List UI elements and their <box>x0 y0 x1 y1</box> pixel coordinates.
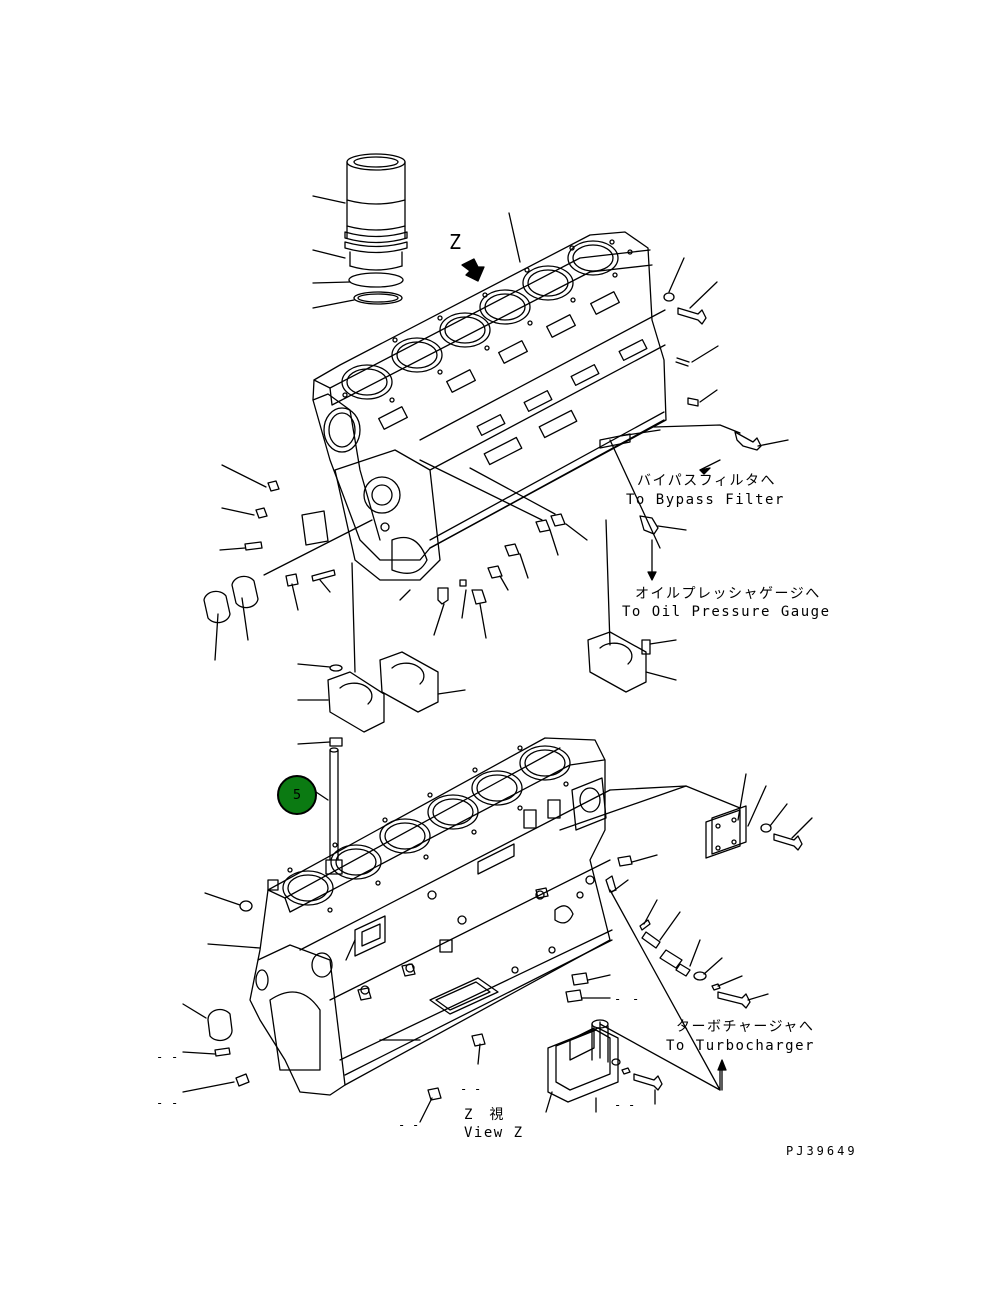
main-bearing-caps <box>297 519 677 747</box>
lower-mid-fittings <box>345 854 658 1123</box>
o-rings <box>348 272 404 305</box>
lower-left-fittings <box>182 892 261 1093</box>
label-turbocharger-jp: ターボチャージャへ <box>676 1019 815 1035</box>
dash-mark: - <box>460 1082 468 1096</box>
lower-cylinder-block <box>249 737 613 1096</box>
dash-mark: - <box>398 1118 406 1132</box>
dash-mark: - <box>412 1118 420 1132</box>
dash-mark: - <box>171 1096 179 1110</box>
part-callout-badge[interactable]: 5 <box>277 775 317 815</box>
drawing-code: PJ39649 <box>786 1144 858 1158</box>
turbo-line-fittings <box>569 889 769 1091</box>
dash-mark: - <box>474 1082 482 1096</box>
upper-left-fittings <box>203 464 373 661</box>
label-view-z-jp: Z 視 <box>464 1107 505 1123</box>
label-oil-pressure-gauge-jp: オイルプレッシャゲージへ <box>635 586 821 602</box>
label-bypass-filter-en: To Bypass Filter <box>626 492 785 508</box>
label-bypass-filter-jp: バイパスフィルタへ <box>637 473 776 489</box>
dash-mark: - <box>156 1096 164 1110</box>
dash-mark: - <box>632 992 640 1006</box>
upper-mid-fittings <box>351 459 588 673</box>
cylinder-liner <box>344 153 408 271</box>
part-callout-number: 5 <box>292 787 302 803</box>
upper-right-fittings <box>599 257 789 581</box>
dash-mark: - <box>614 1098 622 1112</box>
upper-cylinder-block <box>312 231 667 581</box>
label-view-z-en: View Z <box>464 1125 524 1141</box>
dash-mark: - <box>614 992 622 1006</box>
dash-mark: - <box>171 1050 179 1064</box>
rear-cover-parts <box>559 773 813 859</box>
view-z-arrow <box>461 212 521 282</box>
head-bolt <box>315 747 343 875</box>
lower-cover-and-pipe <box>545 1019 721 1113</box>
label-turbocharger-en: To Turbocharger <box>666 1038 815 1054</box>
dash-mark: - <box>628 1098 636 1112</box>
liner-leaders <box>312 195 355 309</box>
dash-mark: - <box>156 1050 164 1064</box>
label-oil-pressure-gauge-en: To Oil Pressure Gauge <box>622 604 831 620</box>
view-z-marker: Z <box>449 230 463 254</box>
